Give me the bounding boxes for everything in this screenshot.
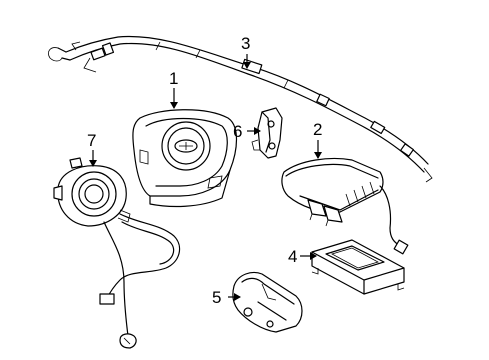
- curtain-airbag: [48, 35, 433, 183]
- callout-1: 1: [169, 69, 178, 109]
- callout-3: 3: [241, 34, 251, 69]
- sensing-diagnostic-module: [311, 239, 405, 295]
- callout-6-label: 6: [233, 122, 242, 141]
- callout-7-label: 7: [87, 131, 96, 150]
- callout-5: 5: [212, 288, 241, 307]
- callout-6: 6: [233, 122, 261, 141]
- callout-2: 2: [313, 120, 322, 159]
- front-impact-sensor: [251, 107, 283, 159]
- callout-7: 7: [87, 131, 97, 167]
- callout-2-label: 2: [313, 120, 322, 139]
- steering-wheel-airbag-module: [132, 109, 238, 208]
- callout-3-label: 3: [241, 34, 250, 53]
- callout-4-label: 4: [288, 247, 297, 266]
- callout-1-label: 1: [169, 69, 178, 88]
- clock-spring-coil: [53, 157, 181, 349]
- callout-4: 4: [288, 247, 317, 266]
- callout-5-label: 5: [212, 288, 221, 307]
- impact-sensor: [232, 271, 303, 333]
- passenger-airbag-module: [281, 157, 409, 255]
